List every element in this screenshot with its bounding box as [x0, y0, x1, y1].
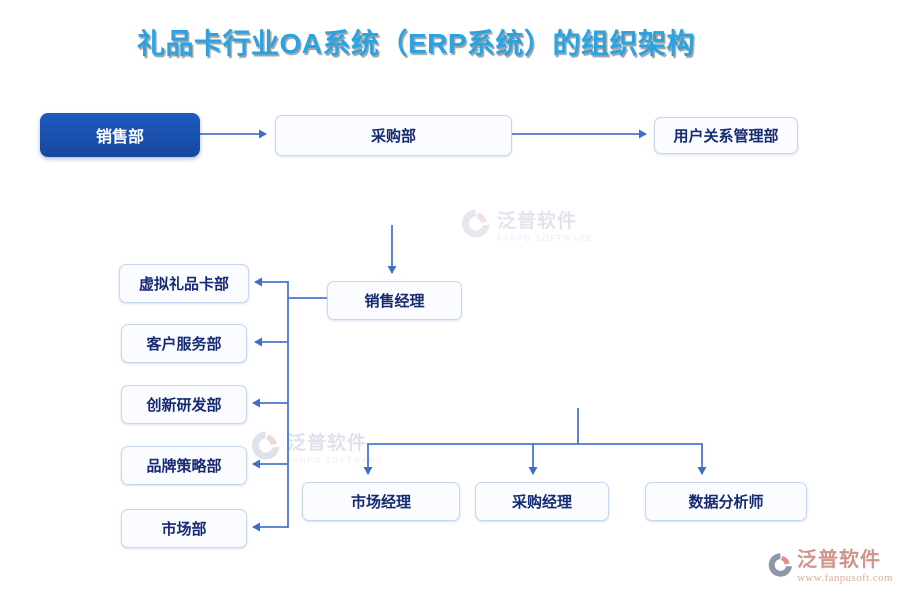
footer-url-link[interactable]: www.fanpusoft.com [797, 572, 893, 584]
watermark-text: 泛普软件 FANPU SOFTWARE [497, 206, 593, 243]
node-label: 虚拟礼品卡部 [138, 276, 229, 293]
node-marketing-manager: 市场经理 [302, 482, 460, 521]
fanpu-footer-logo[interactable]: 泛普软件 www.fanpusoft.com [768, 550, 893, 584]
node-purchasing-dept: 采购部 [275, 115, 512, 156]
fanpu-logo-icon [461, 209, 490, 238]
node-label: 数据分析师 [688, 494, 764, 511]
node-data-analyst: 数据分析师 [645, 482, 807, 521]
node-marketing-dept: 市场部 [121, 509, 247, 548]
node-label: 品牌策略部 [146, 458, 222, 475]
node-label: 销售部 [95, 129, 144, 146]
watermark-brand-en: FANPU SOFTWARE [497, 234, 594, 243]
node-label: 市场部 [161, 521, 207, 538]
page-title: 礼品卡行业OA系统（ERP系统）的组织架构 [136, 28, 696, 59]
node-brand-strategy-dept: 品牌策略部 [121, 446, 247, 485]
watermark-text: 泛普软件 FANPU SOFTWARE [287, 428, 383, 465]
node-label: 市场经理 [350, 494, 411, 511]
node-label: 采购部 [370, 128, 416, 145]
node-purchasing-manager: 采购经理 [475, 482, 609, 521]
fanpu-logo-icon [768, 553, 793, 577]
watermark-brand-en: FANPU SOFTWARE [287, 456, 384, 465]
node-label: 用户关系管理部 [673, 128, 779, 145]
node-innovation-rd-dept: 创新研发部 [121, 385, 247, 424]
node-virtual-gift-card-dept: 虚拟礼品卡部 [119, 264, 249, 303]
node-label: 采购经理 [511, 494, 572, 511]
watermark-brand: 泛普软件 [497, 211, 578, 232]
node-sales-manager: 销售经理 [327, 281, 462, 320]
watermark-center: 泛普软件 FANPU SOFTWARE [461, 206, 593, 243]
fanpu-logo-icon [251, 431, 280, 460]
watermark-left: 泛普软件 FANPU SOFTWARE [251, 428, 383, 465]
node-label: 销售经理 [364, 293, 425, 310]
node-user-relationship-dept: 用户关系管理部 [654, 117, 798, 154]
node-sales-dept: 销售部 [40, 113, 200, 157]
node-customer-service-dept: 客户服务部 [121, 324, 247, 363]
watermark-brand: 泛普软件 [287, 433, 368, 454]
node-label: 客户服务部 [146, 336, 222, 353]
footer-brand: 泛普软件 [797, 549, 881, 571]
footer-logo-text: 泛普软件 www.fanpusoft.com [797, 550, 893, 584]
node-label: 创新研发部 [146, 397, 222, 414]
